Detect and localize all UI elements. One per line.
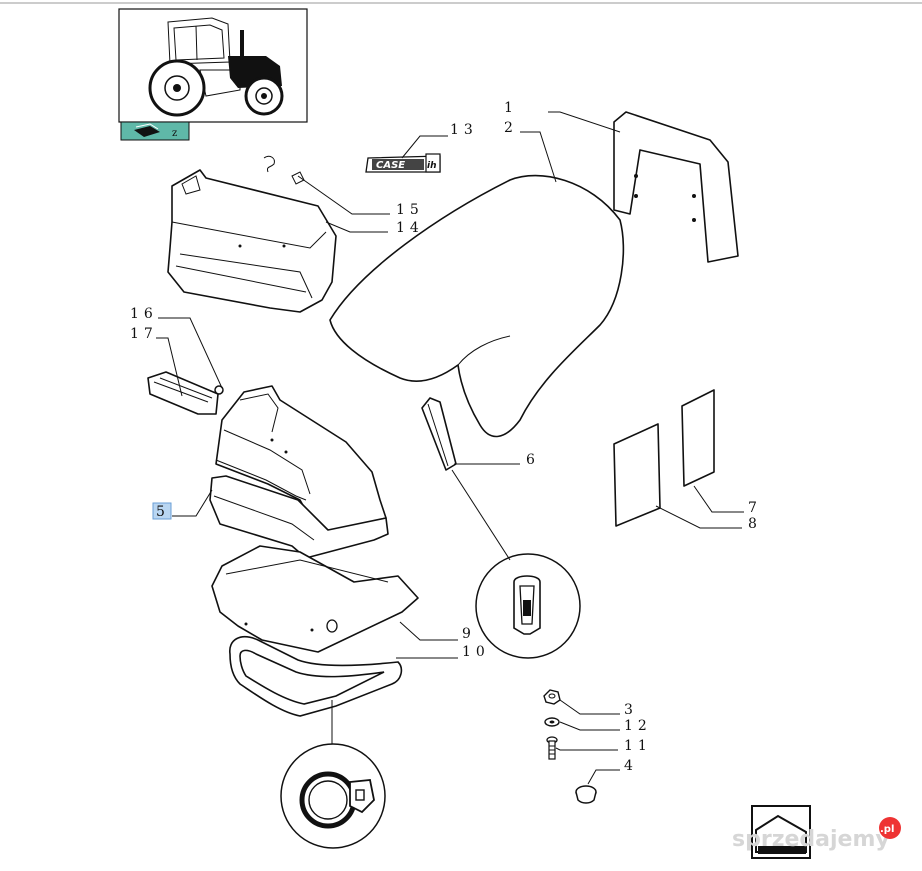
part-11-bolt[interactable] (546, 736, 558, 760)
callout-13[interactable]: 13 (450, 122, 478, 138)
detail-circle-trim-clip (475, 553, 581, 659)
leader-lines (156, 111, 744, 785)
callout-5[interactable]: 5 (156, 504, 170, 520)
part-2-bonnet[interactable] (329, 174, 625, 438)
callout-12[interactable]: 12 (624, 718, 652, 734)
callout-6[interactable]: 6 (526, 452, 540, 468)
emblem-brand: CASE (376, 160, 405, 171)
callout-8[interactable]: 8 (748, 516, 762, 532)
callout-5-selection (152, 502, 172, 520)
callout-14[interactable]: 14 (396, 220, 424, 236)
callout-labels: 1 2 13 15 14 16 17 5 6 7 8 9 10 3 12 11 … (130, 100, 762, 774)
part-13-emblem[interactable]: CASE ih (365, 153, 441, 173)
part-4-grommet[interactable] (575, 785, 597, 804)
callout-10[interactable]: 10 (462, 644, 490, 660)
callout-3[interactable]: 3 (624, 702, 638, 718)
part-14-front-grille-upper[interactable] (167, 169, 337, 313)
part-12-washer[interactable] (544, 717, 560, 727)
callout-7[interactable]: 7 (748, 500, 762, 516)
part-1-grille-frame[interactable] (613, 111, 739, 263)
emblem-suffix: ih (427, 161, 437, 171)
part-17-lamp[interactable] (147, 371, 219, 415)
callout-16[interactable]: 16 (130, 306, 158, 322)
watermark-tld: .pl (880, 824, 894, 835)
part-3-nut[interactable] (543, 689, 561, 705)
part-16-bulb[interactable] (214, 385, 224, 395)
part-8-decal[interactable] (613, 423, 661, 527)
callout-2[interactable]: 2 (504, 120, 518, 136)
part-15-clip[interactable] (263, 155, 305, 185)
callout-1[interactable]: 1 (504, 100, 518, 116)
callout-4[interactable]: 4 (624, 758, 638, 774)
part-9-lower-panel[interactable] (211, 545, 419, 653)
next-page-icon[interactable] (751, 805, 811, 859)
part-5-front-grille[interactable] (209, 385, 389, 559)
part-7-decal[interactable] (681, 389, 715, 487)
part-10-seal[interactable] (229, 636, 403, 717)
callout-15[interactable]: 15 (396, 202, 424, 218)
callout-9[interactable]: 9 (462, 626, 476, 642)
callout-17[interactable]: 17 (130, 326, 158, 342)
part-6-trim-strip[interactable] (421, 397, 457, 471)
callout-11[interactable]: 11 (624, 738, 652, 754)
tractor-thumbnail[interactable]: z (118, 8, 308, 141)
book-icon (134, 123, 160, 137)
svg-text:z: z (172, 128, 177, 139)
detail-circle-seal (280, 743, 386, 849)
watermark-text: sprzedajemy (732, 827, 890, 852)
watermark: sprzedajemy .pl (732, 817, 901, 852)
